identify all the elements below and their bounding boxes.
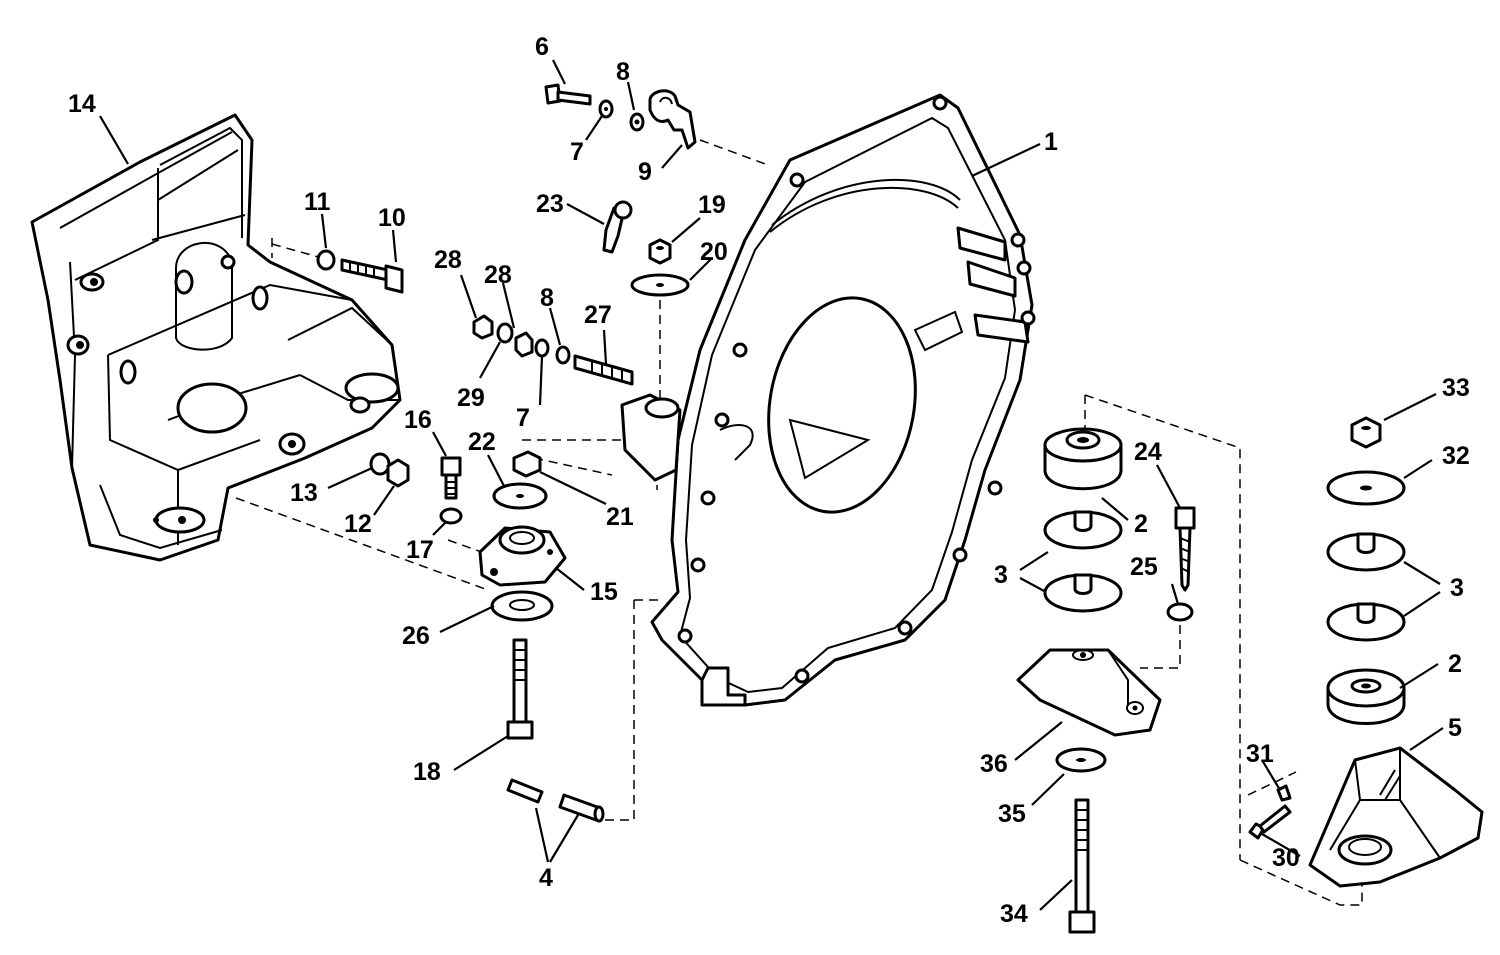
callout-7: 7 — [516, 404, 530, 432]
callout-13: 13 — [290, 479, 318, 507]
callout-21: 21 — [606, 503, 634, 531]
washer-17 — [439, 507, 463, 525]
housing-bolt-holes — [677, 95, 1036, 684]
callout-1: 1 — [1044, 128, 1058, 156]
callout-3: 3 — [994, 561, 1008, 589]
bolt-10 — [340, 258, 404, 294]
callout-19: 19 — [698, 191, 726, 219]
callout-29: 29 — [457, 384, 485, 412]
nut-12 — [386, 458, 410, 488]
bolt-16 — [440, 456, 462, 500]
callout-11: 11 — [304, 188, 331, 216]
callout-24: 24 — [1134, 438, 1162, 466]
nut-33 — [1350, 416, 1382, 449]
washer-11 — [316, 249, 336, 271]
callout-2: 2 — [1134, 510, 1148, 538]
washer-25 — [1166, 602, 1194, 622]
callout-27: 27 — [584, 301, 612, 329]
mount-bushing-2-left — [1043, 427, 1123, 491]
nut-19 — [648, 238, 672, 265]
washer-32 — [1326, 470, 1406, 506]
callout-9: 9 — [638, 158, 652, 186]
clamp-23 — [602, 200, 633, 254]
callout-23: 23 — [536, 190, 564, 218]
pins-4 — [506, 778, 605, 823]
callout-35: 35 — [998, 800, 1026, 828]
callout-20: 20 — [700, 238, 728, 266]
callout-26: 26 — [402, 622, 430, 650]
callout-8: 8 — [540, 284, 554, 312]
washer-35 — [1055, 747, 1107, 773]
split-washer-3-right-a — [1326, 532, 1406, 572]
callout-28: 28 — [434, 246, 462, 274]
callout-34: 34 — [1000, 900, 1028, 928]
mount-bracket-5 — [1308, 746, 1484, 888]
bolt-18 — [506, 638, 534, 740]
callout-30: 30 — [1272, 844, 1300, 872]
bolt-34 — [1068, 798, 1096, 934]
washer-22 — [492, 482, 548, 510]
mount-bushing-2-right — [1326, 668, 1406, 725]
callout-32: 32 — [1442, 442, 1470, 470]
callout-3: 3 — [1450, 574, 1464, 602]
washer-26 — [490, 590, 554, 622]
nut-28a — [472, 314, 494, 340]
split-washer-3-right-b — [1326, 602, 1406, 642]
split-washer-3-left-a — [1043, 510, 1123, 550]
washer-7-mid — [534, 338, 550, 358]
callout-10: 10 — [378, 204, 406, 232]
clip-9 — [648, 89, 697, 150]
nut-21 — [512, 450, 542, 478]
washer-31 — [1276, 784, 1292, 802]
callout-33: 33 — [1442, 374, 1470, 402]
washer-13 — [369, 452, 391, 476]
leader-lines — [99, 59, 1444, 911]
callout-2: 2 — [1448, 650, 1462, 678]
mount-bracket-36 — [1016, 648, 1162, 737]
callout-22: 22 — [468, 428, 496, 456]
lag-bolt-24 — [1174, 506, 1196, 592]
callout-28: 28 — [484, 261, 512, 289]
stud-27 — [573, 354, 634, 386]
callout-7: 7 — [570, 138, 584, 166]
engine-mount-15 — [478, 525, 567, 587]
callout-5: 5 — [1448, 714, 1462, 742]
callout-18: 18 — [413, 758, 441, 786]
callout-4: 4 — [539, 864, 553, 892]
callout-17: 17 — [406, 536, 434, 564]
callout-36: 36 — [980, 750, 1008, 778]
lockwasher-29 — [496, 322, 514, 344]
nut-28b — [514, 331, 534, 358]
washer-7-top — [598, 99, 614, 119]
callout-12: 12 — [344, 510, 372, 538]
flywheel-housing-1 — [620, 93, 1036, 707]
engine-bracket-14 — [30, 113, 402, 562]
washer-20 — [630, 273, 690, 297]
washer-8-top — [629, 112, 645, 132]
callout-25: 25 — [1130, 553, 1158, 581]
callout-6: 6 — [535, 33, 549, 61]
split-washer-3-left-b — [1043, 573, 1123, 613]
callout-31: 31 — [1246, 740, 1274, 768]
bolt-30 — [1248, 804, 1292, 840]
callout-14: 14 — [68, 90, 96, 118]
callout-16: 16 — [404, 406, 432, 434]
bolt-6 — [544, 83, 592, 106]
callout-15: 15 — [590, 578, 618, 606]
washer-8-mid — [555, 345, 571, 365]
callout-8: 8 — [616, 58, 630, 86]
